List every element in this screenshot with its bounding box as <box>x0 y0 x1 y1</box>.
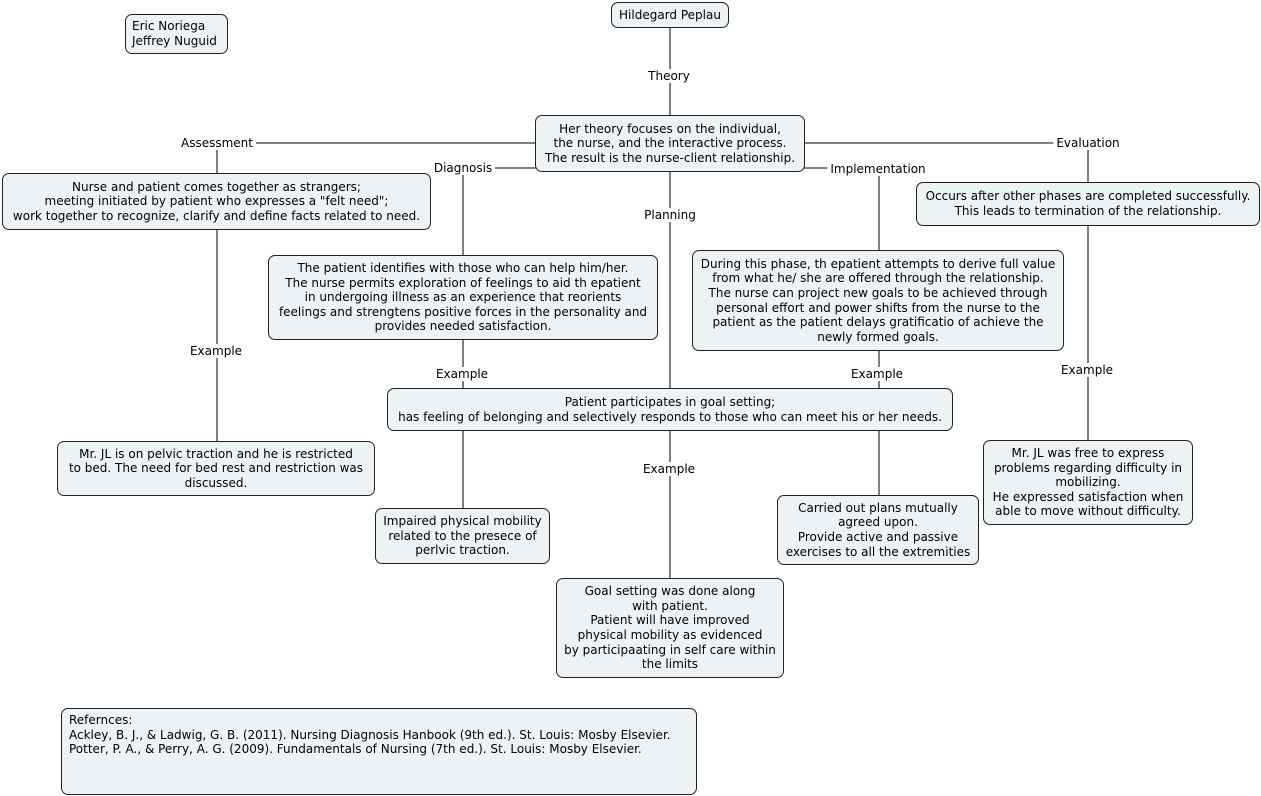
link-label-assessment: Assessment <box>178 136 256 150</box>
assessment-example-node[interactable]: Mr. JL is on pelvic traction and he is r… <box>57 441 375 496</box>
assessment-node[interactable]: Nurse and patient comes together as stra… <box>2 173 431 230</box>
link-label-evaluation: Evaluation <box>1053 136 1123 150</box>
implementation-node[interactable]: During this phase, th epatient attempts … <box>692 250 1064 351</box>
link-label-planning: Planning <box>641 208 699 222</box>
diagnosis-example-node[interactable]: Impaired physical mobility related to th… <box>375 508 550 564</box>
evaluation-node[interactable]: Occurs after other phases are completed … <box>916 182 1260 226</box>
link-label-planning-example: Example <box>639 462 699 476</box>
link-label-implementation: Implementation <box>827 162 929 176</box>
link-label-diagnosis-example: Example <box>432 367 492 381</box>
theorist-node[interactable]: Hildegard Peplau <box>611 2 729 28</box>
theory-node[interactable]: Her theory focuses on the individual, th… <box>535 115 805 172</box>
evaluation-example-node[interactable]: Mr. JL was free to express problems rega… <box>983 440 1193 525</box>
link-label-assessment-example: Example <box>186 344 246 358</box>
implementation-example-node[interactable]: Carried out plans mutually agreed upon. … <box>777 495 979 565</box>
planning-node[interactable]: Patient participates in goal setting; ha… <box>387 388 953 431</box>
diagnosis-node[interactable]: The patient identifies with those who ca… <box>268 255 658 340</box>
references-node[interactable]: Refernces: Ackley, B. J., & Ladwig, G. B… <box>61 708 697 795</box>
connector-theory-implementation <box>804 167 880 250</box>
authors-node[interactable]: Eric Noriega Jeffrey Nuguid <box>125 14 228 54</box>
planning-example-node[interactable]: Goal setting was done along with patient… <box>556 578 784 678</box>
link-label-evaluation-example: Example <box>1057 363 1117 377</box>
connector-theory-diagnosis <box>462 167 536 255</box>
link-label-theory: Theory <box>645 69 693 83</box>
link-label-implementation-example: Example <box>847 367 907 381</box>
link-label-diagnosis: Diagnosis <box>430 161 496 175</box>
